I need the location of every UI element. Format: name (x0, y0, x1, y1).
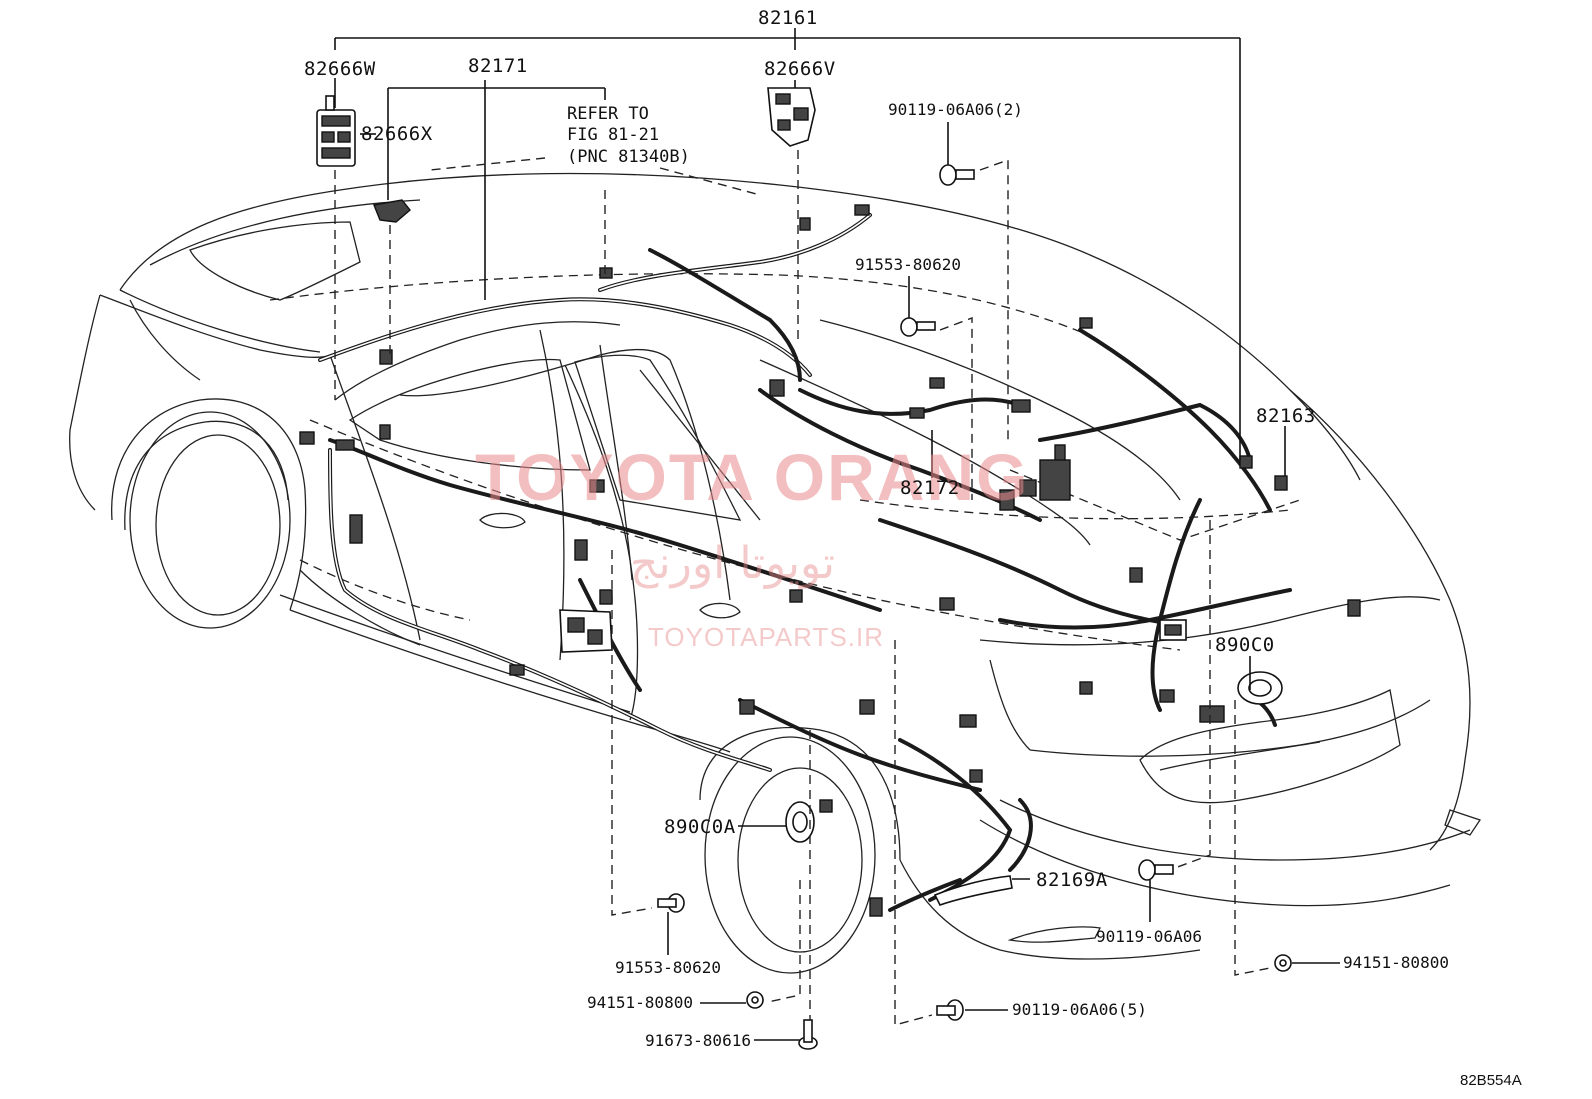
callout-91673-80616: 91673-80616 (645, 1031, 751, 1050)
part-82666X-clip (373, 199, 411, 223)
wire-harness-roof (318, 213, 1042, 522)
callout-82171: 82171 (468, 55, 528, 77)
watermark-main: TOYOTA ORANG (475, 440, 1029, 514)
part-890C0-sensor (1199, 671, 1283, 723)
callout-82172: 82172 (900, 477, 960, 499)
callout-82161: 82161 (758, 7, 818, 29)
bolt-90119-06A06-5 (936, 999, 964, 1021)
callout-94151-80800-right: 94151-80800 (1343, 953, 1449, 972)
car-body (69, 172, 1482, 974)
part-890C0A-sensor (785, 801, 815, 843)
harness-connectors (299, 204, 1361, 917)
clip-94151-80800-left (746, 991, 764, 1009)
callout-82666W: 82666W (304, 58, 376, 80)
clip-94151-80800-right (1274, 954, 1292, 972)
bolt-90119-06A06 (1138, 859, 1174, 881)
part-82163-harness-block (1019, 459, 1071, 501)
callout-890C0: 890C0 (1215, 634, 1275, 656)
callout-82666X: 82666X (361, 123, 433, 145)
callout-90119-06A06-2: 90119-06A06(2) (888, 100, 1023, 119)
screw-91673-80616 (798, 1019, 818, 1050)
bolt-91553-80620-top (900, 317, 936, 337)
callout-94151-80800-left: 94151-80800 (587, 993, 693, 1012)
reference-note: REFER TO FIG 81-21 (PNC 81340B) (567, 104, 690, 167)
callout-82163: 82163 (1256, 405, 1316, 427)
callout-82666V: 82666V (764, 58, 836, 80)
reference-note-line2: FIG 81-21 (567, 125, 659, 145)
watermark-arabic: تويوتا اورنج (630, 538, 835, 589)
callout-labels: 82161 82666W 82171 82666V 82666X 90119-0… (304, 7, 1449, 1050)
bolt-91553-80620-bottom (657, 893, 685, 913)
watermark-sub: TOYOTAPARTS.IR (648, 622, 884, 652)
part-82666V-bracket (767, 87, 816, 147)
callout-890C0A: 890C0A (664, 816, 736, 838)
reference-note-line3: (PNC 81340B) (567, 147, 690, 167)
callout-90119-06A06: 90119-06A06 (1096, 927, 1202, 946)
callout-91553-80620-bottom: 91553-80620 (615, 958, 721, 977)
callout-82169A: 82169A (1036, 869, 1108, 891)
part-82169A-clamp (933, 875, 1013, 906)
callout-91553-80620-top: 91553-80620 (855, 255, 961, 274)
leader-lines (334, 28, 1340, 1041)
diagram-code: 82B554A (1460, 1072, 1522, 1089)
part-82666W-junction-block (316, 95, 356, 167)
part-junction-dash (559, 609, 613, 653)
reference-note-line1: REFER TO (567, 104, 649, 124)
watermark: TOYOTA ORANG تويوتا اورنج TOYOTAPARTS.IR (475, 440, 1029, 652)
callout-90119-06A06-5: 90119-06A06(5) (1012, 1000, 1147, 1019)
dashed-location-lines (334, 150, 1271, 1026)
bolt-90119-06A06-2 (939, 164, 975, 186)
part-module-rear-center (1159, 619, 1187, 641)
